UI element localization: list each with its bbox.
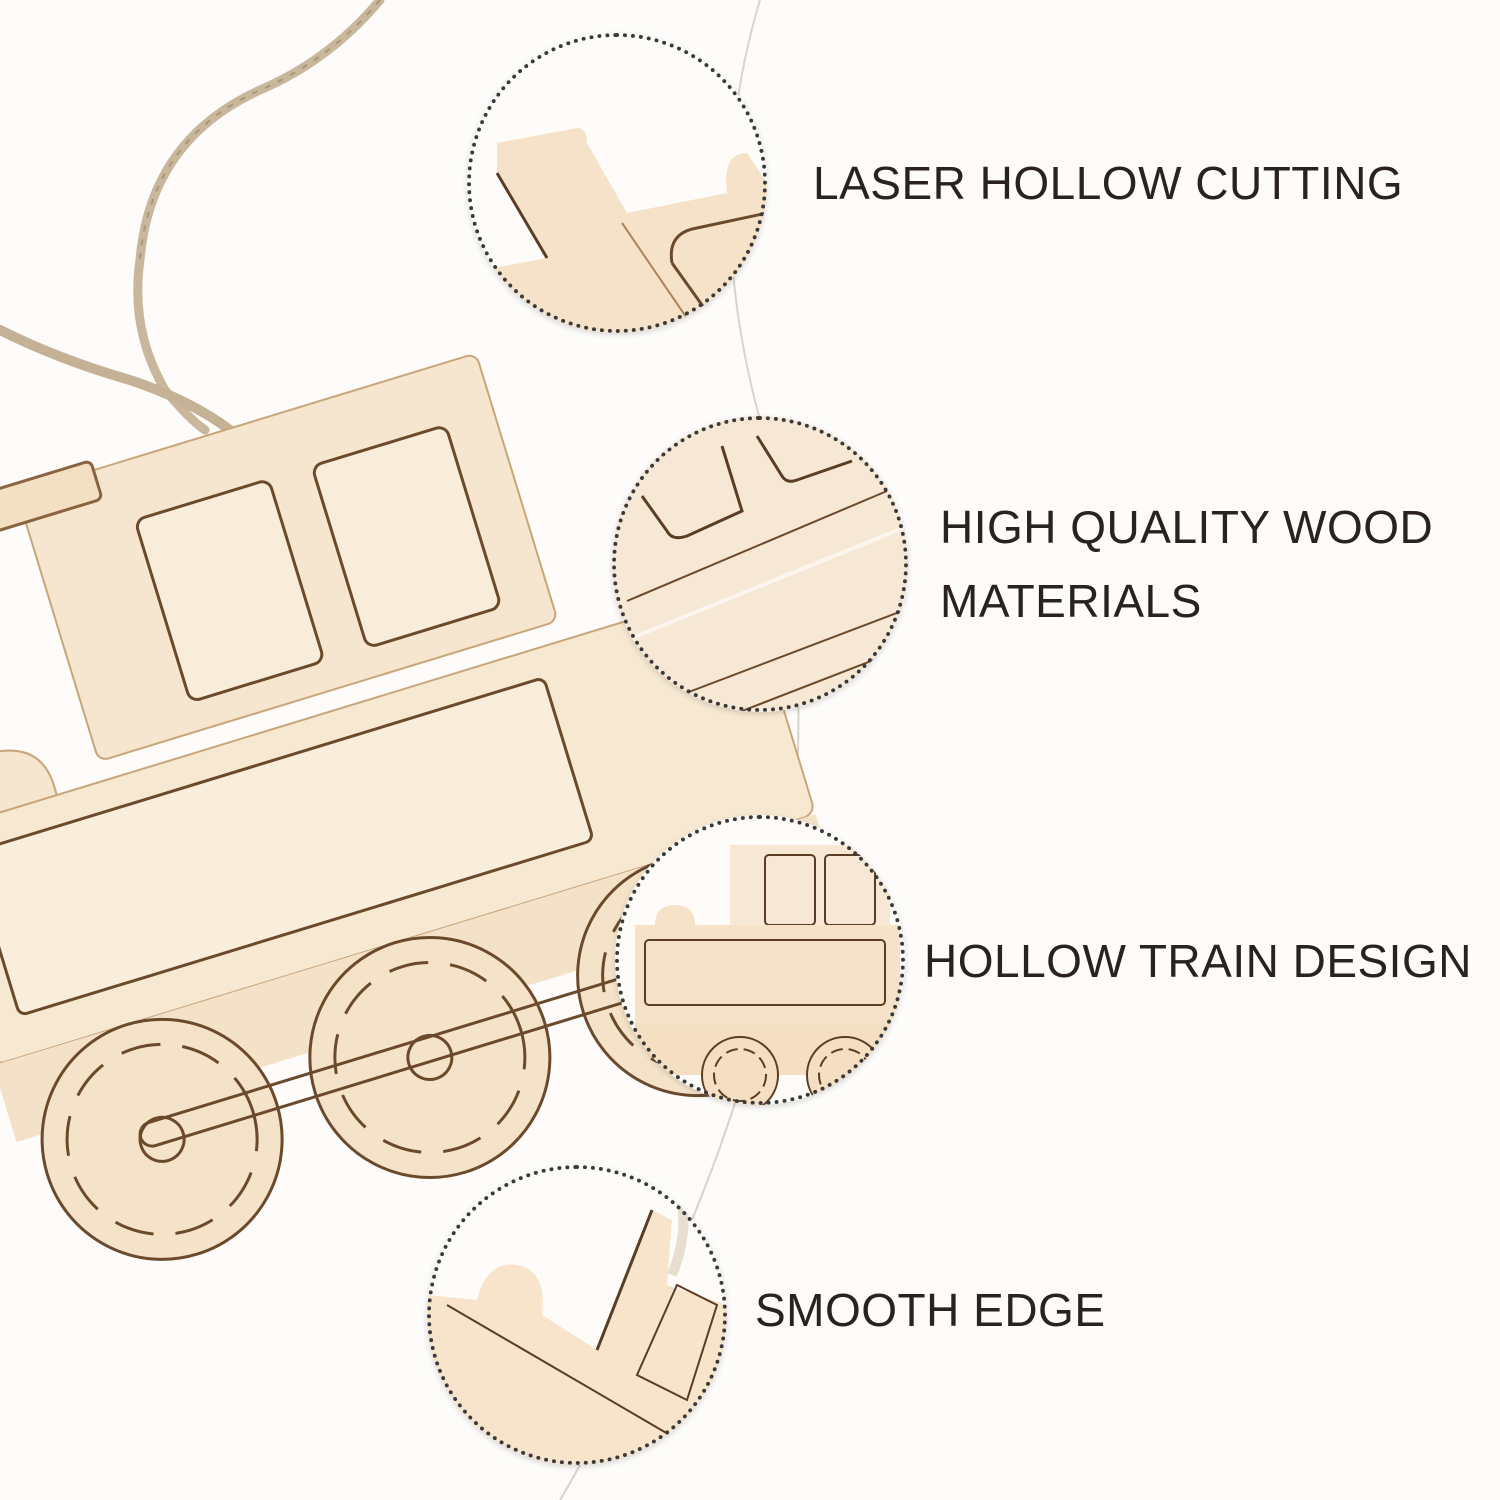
magnifier-circle-wood-grain-icon [612,416,908,712]
feature-label-smooth-edge: SMOOTH EDGE [755,1284,1106,1336]
detail-circle-wood-materials [612,416,908,712]
magnifier-circle-chimney-icon [467,128,767,333]
magnifier-circle-train-icon [635,845,900,1105]
feature-label-line-1: HIGH QUALITY WOOD [940,501,1434,553]
feature-label-line-2: MATERIALS [940,575,1202,627]
twine-icon [133,0,385,435]
detail-circle-laser-cutting [467,33,767,333]
magnifier-circle-edge-icon [427,1183,727,1465]
detail-circle-smooth-edge [427,1165,727,1465]
feature-label-high-quality-wood: HIGH QUALITY WOOD MATERIALS [940,490,1433,638]
detail-circle-train-design [615,815,905,1105]
feature-label-hollow-train-design: HOLLOW TRAIN DESIGN [924,935,1472,987]
feature-label-laser-hollow-cutting: LASER HOLLOW CUTTING [813,157,1404,209]
